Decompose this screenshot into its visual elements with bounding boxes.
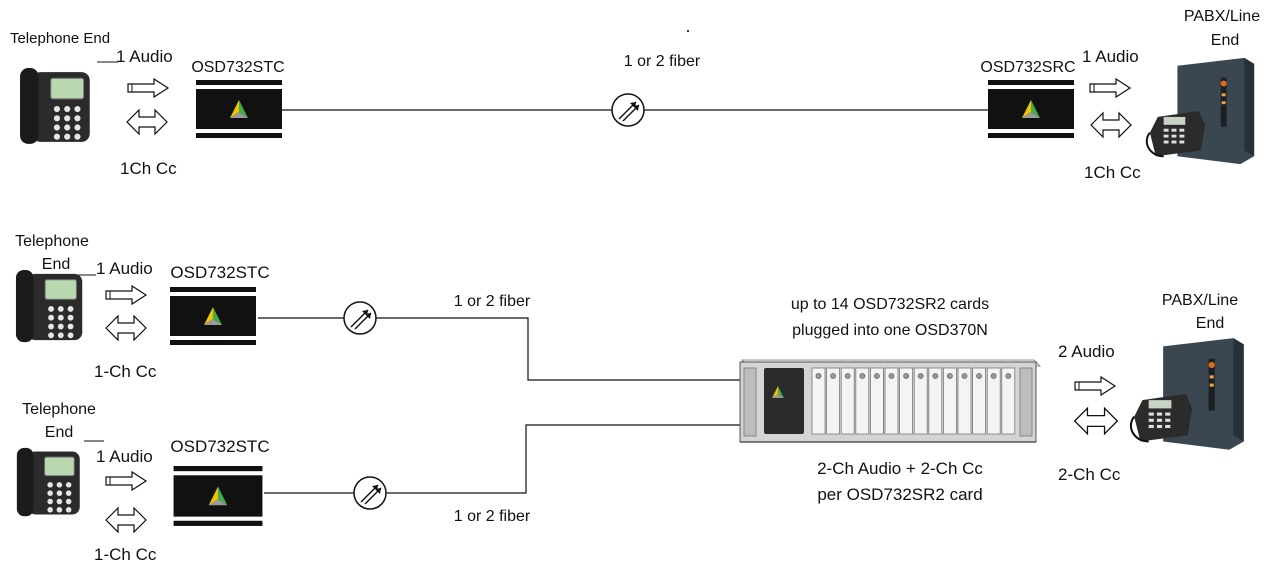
row2-telephone-label-line1: Telephone xyxy=(15,233,89,250)
row2-telephone-icon xyxy=(15,269,83,343)
pabx2-cc-arrow-bidirectional-icon xyxy=(1074,407,1118,435)
row1-audio-right-arrow-right-icon xyxy=(1089,78,1131,98)
chassis-card-slot xyxy=(870,367,884,435)
chassis-card-led xyxy=(874,373,880,379)
pabx2-pabx-icon xyxy=(1129,336,1245,451)
chassis-card-slot xyxy=(957,367,972,435)
row1-audio-left-label: 1 Audio xyxy=(116,47,173,66)
row2-fiber-label: 1 or 2 fiber xyxy=(454,293,531,310)
chassis-card-led xyxy=(888,373,895,379)
chassis-card-slot xyxy=(840,367,855,435)
row3-audio-arrow-right-icon xyxy=(105,471,147,491)
chassis-card-slot xyxy=(928,367,943,435)
chassis-card-led xyxy=(815,373,822,379)
chassis-caption-line1: up to 14 OSD732SR2 cards xyxy=(791,296,989,313)
chassis-card-slot xyxy=(884,367,899,435)
row1-rx-label: OSD732SRC xyxy=(980,59,1075,76)
chassis-card-slot xyxy=(1001,367,1016,435)
row3-telephone-label-line2: End xyxy=(45,424,73,441)
row1-telephone-icon xyxy=(19,67,91,145)
pabx2-audio-arrow-right-icon xyxy=(1074,376,1116,396)
row1-cc-right-label: 1Ch Cc xyxy=(1084,163,1141,182)
chassis-card-led xyxy=(917,373,924,379)
row1-pabx-label-line2: End xyxy=(1211,32,1239,49)
pabx2-audio-label: 2 Audio xyxy=(1058,342,1115,361)
row3-tx-label: OSD732STC xyxy=(170,437,269,456)
row1-cc-left-label: 1Ch Cc xyxy=(120,159,177,178)
chassis-card-led xyxy=(932,373,939,379)
row1-cc-left-arrow-bidirectional-icon xyxy=(126,109,168,135)
pabx2-label-line2: End xyxy=(1196,315,1224,332)
row1-rx-transceiver-module-icon xyxy=(988,80,1074,138)
chassis-card-slot xyxy=(986,367,1001,435)
row2-cc-label: 1-Ch Cc xyxy=(94,362,157,381)
chassis-card-slot xyxy=(855,367,870,435)
row3-fiber-connector-icon xyxy=(353,476,387,510)
chassis-card-led xyxy=(859,373,866,379)
row2-fiber-connector-icon xyxy=(343,301,377,335)
row3-cc-arrow-bidirectional-icon xyxy=(105,507,147,533)
chassis-footer-line1: 2-Ch Audio + 2-Ch Cc xyxy=(817,459,983,478)
top-dot: . xyxy=(685,16,690,36)
row3-cc-label: 1-Ch Cc xyxy=(94,545,157,564)
row1-tx-label: OSD732STC xyxy=(191,59,284,76)
chassis-card-led xyxy=(947,373,953,379)
chassis-card-led xyxy=(844,373,851,379)
row1-pabx-icon xyxy=(1145,56,1256,166)
chassis-card-led xyxy=(961,373,968,379)
chassis-rack-chassis-icon xyxy=(739,359,1041,443)
row1-tx-transceiver-module-icon xyxy=(196,80,282,138)
row1-audio-right-label: 1 Audio xyxy=(1082,47,1139,66)
chassis-card-led xyxy=(990,373,997,379)
chassis-footer-line2: per OSD732SR2 card xyxy=(817,485,982,504)
chassis-card-slot xyxy=(826,367,840,435)
row3-telephone-icon xyxy=(16,447,81,517)
chassis-card-led xyxy=(830,373,836,379)
chassis-card-led xyxy=(976,373,982,379)
row2-audio-arrow-right-icon xyxy=(105,285,147,305)
row1-telephone-label: Telephone End xyxy=(10,30,110,47)
row1-fiber-label: 1 or 2 fiber xyxy=(624,53,701,70)
chassis-card-slots xyxy=(811,367,1016,435)
row2-tx-label: OSD732STC xyxy=(170,263,269,282)
row2-audio-label: 1 Audio xyxy=(96,259,153,278)
chassis-card-led xyxy=(903,373,909,379)
pabx2-label-line1: PABX/Line xyxy=(1162,292,1238,309)
row1-fiber-connector-icon xyxy=(611,93,645,127)
row2-tx-transceiver-module-icon xyxy=(170,287,256,345)
chassis-card-led xyxy=(1005,373,1012,379)
row3-fiber-label: 1 or 2 fiber xyxy=(454,508,531,525)
row1-cc-right-arrow-bidirectional-icon xyxy=(1090,112,1132,138)
row2-telephone-label-line2: End xyxy=(42,256,70,273)
row3-telephone-label-line1: Telephone xyxy=(22,401,96,418)
row3-tx-transceiver-module-icon xyxy=(173,466,263,526)
chassis-card-slot xyxy=(943,367,957,435)
row1-pabx-label-line1: PABX/Line xyxy=(1184,8,1260,25)
pabx2-cc-label: 2-Ch Cc xyxy=(1058,465,1121,484)
row2-cc-arrow-bidirectional-icon xyxy=(105,315,147,341)
row1-audio-left-arrow-right-icon xyxy=(127,78,169,98)
row3-audio-label: 1 Audio xyxy=(96,447,153,466)
chassis-card-slot xyxy=(913,367,928,435)
chassis-card-slot xyxy=(811,367,826,435)
chassis-card-slot xyxy=(899,367,913,435)
row3-fiber-line xyxy=(264,424,740,494)
chassis-card-slot xyxy=(972,367,986,435)
row2-fiber-line xyxy=(258,317,740,381)
chassis-caption-line2: plugged into one OSD370N xyxy=(792,322,988,339)
